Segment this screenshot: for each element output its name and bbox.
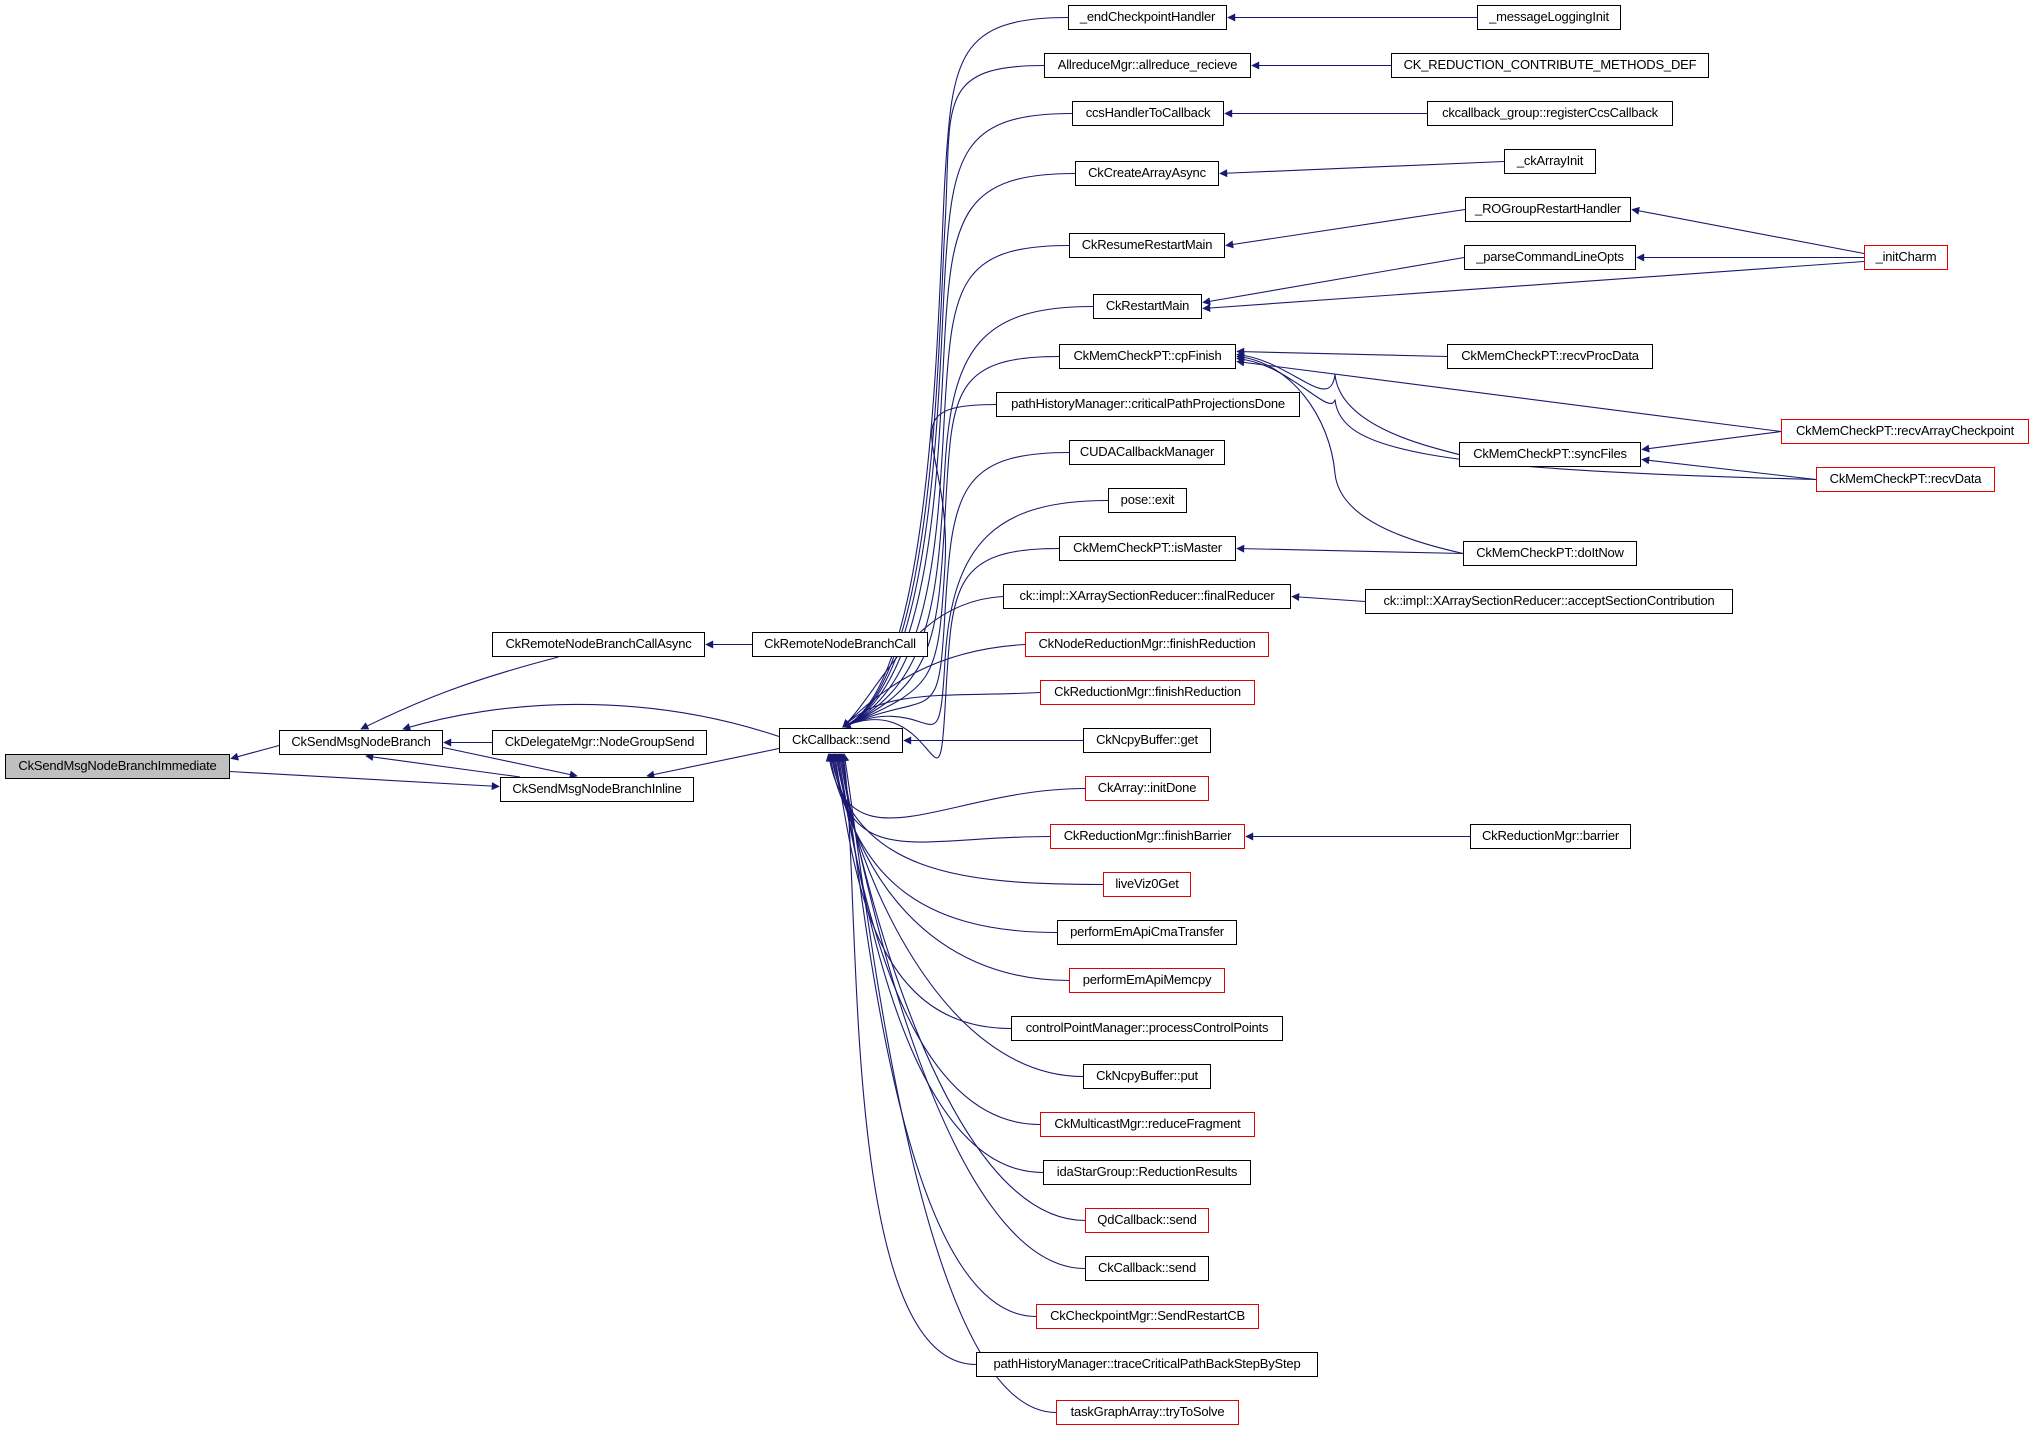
graph-node-resumeRestart[interactable]: CkResumeRestartMain	[1069, 233, 1225, 258]
graph-node-regCcs[interactable]: ckcallback_group::registerCcsCallback	[1427, 101, 1673, 126]
edge-recvData-to-syncFiles	[1641, 456, 1817, 481]
graph-node-delegate[interactable]: CkDelegateMgr::NodeGroupSend	[492, 730, 707, 755]
edge-traceCrit-to-cbSend	[840, 753, 977, 1366]
edge-doItNow-to-isMaster	[1236, 544, 1464, 555]
edge-tryToSolve-to-cbSend	[841, 753, 1057, 1414]
edge-qdSend-to-cbSend	[836, 753, 1086, 1222]
graph-node-ccsHandler[interactable]: ccsHandlerToCallback	[1072, 101, 1224, 126]
edge-syncFiles-to-cpFinish	[1236, 351, 1460, 456]
edge-nodeBranch-to-immediate	[230, 744, 280, 761]
graph-node-inline[interactable]: CkSendMsgNodeBranchInline	[500, 777, 694, 802]
edge-initCharm-to-restartMain	[1202, 260, 1865, 312]
edge-initDone-to-cbSend	[825, 753, 1086, 819]
graph-node-msgLogInit[interactable]: _messageLoggingInit	[1477, 5, 1621, 30]
edge-cuda-to-cbSend	[842, 451, 1070, 728]
graph-node-recvProc[interactable]: CkMemCheckPT::recvProcData	[1447, 344, 1653, 369]
edge-immediate-to-inline	[229, 770, 500, 791]
graph-node-roGroup[interactable]: _ROGroupRestartHandler	[1465, 197, 1631, 222]
edge-idaStar-to-cbSend	[835, 753, 1044, 1174]
graph-node-remoteCall[interactable]: CkRemoteNodeBranchCall	[752, 632, 928, 657]
graph-node-cuda[interactable]: CUDACallbackManager	[1069, 440, 1225, 465]
edge-sendRestartCB-to-cbSend	[838, 753, 1037, 1318]
edge-recvData-to-cpFinish	[1236, 355, 1817, 481]
edge-recvArrCkpt-to-syncFiles	[1641, 430, 1782, 453]
edge-restartMain-to-cbSend	[842, 305, 1094, 728]
edge-controlPts-to-cbSend	[831, 753, 1012, 1030]
graph-node-initCharm[interactable]: _initCharm	[1864, 245, 1948, 270]
edge-ckArrayInit-to-createArr	[1219, 160, 1505, 178]
graph-node-parseCmd[interactable]: _parseCommandLineOpts	[1464, 245, 1636, 270]
graph-node-ncpyPut[interactable]: CkNcpyBuffer::put	[1083, 1064, 1211, 1089]
graph-node-nodeRedFinish[interactable]: CkNodeReductionMgr::finishReduction	[1025, 632, 1269, 657]
edge-remoteAsync-to-nodeBranch	[360, 656, 559, 730]
edge-initCharm-to-roGroup	[1631, 206, 1865, 255]
graph-node-remoteAsync[interactable]: CkRemoteNodeBranchCallAsync	[492, 632, 705, 657]
edge-recvProc-to-cpFinish	[1236, 347, 1448, 358]
graph-node-liveViz[interactable]: liveViz0Get	[1103, 872, 1191, 897]
graph-node-cbSend2[interactable]: CkCallback::send	[1085, 1256, 1209, 1281]
edge-isMaster-to-cbSend	[842, 547, 1060, 759]
graph-node-memcpy[interactable]: performEmApiMemcpy	[1069, 968, 1225, 993]
graph-node-ncpyGet[interactable]: CkNcpyBuffer::get	[1083, 728, 1211, 753]
graph-node-finishBarrier[interactable]: CkReductionMgr::finishBarrier	[1050, 824, 1245, 849]
edge-redFinish-to-cbSend	[842, 691, 1041, 728]
graph-node-controlPts[interactable]: controlPointManager::processControlPoint…	[1011, 1016, 1283, 1041]
graph-node-traceCrit[interactable]: pathHistoryManager::traceCriticalPathBac…	[976, 1352, 1318, 1377]
edge-parseCmd-to-restartMain	[1202, 256, 1465, 306]
graph-node-isMaster[interactable]: CkMemCheckPT::isMaster	[1059, 536, 1236, 561]
graph-node-ckRedDef[interactable]: CK_REDUCTION_CONTRIBUTE_METHODS_DEF	[1391, 53, 1709, 78]
graph-node-recvData[interactable]: CkMemCheckPT::recvData	[1816, 467, 1995, 492]
edge-cpFinish-to-cbSend	[842, 355, 1060, 728]
graph-node-allreduce[interactable]: AllreduceMgr::allreduce_recieve	[1044, 53, 1251, 78]
root-node: CkSendMsgNodeBranchImmediate	[5, 754, 230, 779]
edge-resumeRestart-to-cbSend	[842, 244, 1070, 728]
graph-node-cpFinish[interactable]: CkMemCheckPT::cpFinish	[1059, 344, 1236, 369]
graph-node-redFinish[interactable]: CkReductionMgr::finishReduction	[1040, 680, 1255, 705]
edge-doItNow-to-cpFinish	[1236, 353, 1464, 555]
graph-node-poseExit[interactable]: pose::exit	[1108, 488, 1187, 513]
graph-node-restartMain[interactable]: CkRestartMain	[1093, 294, 1202, 319]
graph-node-critProj[interactable]: pathHistoryManager::criticalPathProjecti…	[996, 392, 1300, 417]
edge-nodeRedFinish-to-cbSend	[842, 643, 1026, 728]
graph-node-idaStar[interactable]: idaStarGroup::ReductionResults	[1043, 1160, 1251, 1185]
graph-node-createArr[interactable]: CkCreateArrayAsync	[1075, 161, 1219, 186]
graph-node-acceptSec[interactable]: ck::impl::XArraySectionReducer::acceptSe…	[1365, 589, 1733, 614]
edge-cbSend-to-nodeBranch	[402, 703, 780, 738]
edge-acceptSec-to-finalReducer	[1291, 593, 1366, 603]
graph-node-cbSend[interactable]: CkCallback::send	[779, 728, 903, 753]
graph-node-finalReducer[interactable]: ck::impl::XArraySectionReducer::finalRed…	[1003, 584, 1291, 609]
edge-cbSend2-to-cbSend	[837, 753, 1086, 1270]
graph-node-cmaTransfer[interactable]: performEmApiCmaTransfer	[1057, 920, 1237, 945]
edge-cbSend-to-inline	[646, 747, 780, 779]
graph-node-nodeBranch[interactable]: CkSendMsgNodeBranch	[279, 730, 443, 755]
edge-roGroup-to-resumeRestart	[1225, 208, 1466, 249]
graph-node-tryToSolve[interactable]: taskGraphArray::tryToSolve	[1056, 1400, 1239, 1425]
graph-node-doItNow[interactable]: CkMemCheckPT::doItNow	[1463, 541, 1637, 566]
edge-nodeBranch-to-inline	[442, 746, 578, 779]
graph-node-endCkpt[interactable]: _endCheckpointHandler	[1068, 5, 1227, 30]
graph-node-syncFiles[interactable]: CkMemCheckPT::syncFiles	[1459, 442, 1641, 467]
edge-poseExit-to-cbSend	[842, 499, 1109, 728]
graph-node-recvArrCkpt[interactable]: CkMemCheckPT::recvArrayCheckpoint	[1781, 419, 2029, 444]
graph-node-reduceFrag[interactable]: CkMulticastMgr::reduceFragment	[1040, 1112, 1255, 1137]
edge-cmaTransfer-to-cbSend	[829, 753, 1058, 934]
graph-node-initDone[interactable]: CkArray::initDone	[1085, 776, 1209, 801]
graph-node-sendRestartCB[interactable]: CkCheckpointMgr::SendRestartCB	[1036, 1304, 1259, 1329]
graph-node-barrier[interactable]: CkReductionMgr::barrier	[1470, 824, 1631, 849]
edge-inline-to-nodeBranch	[365, 753, 521, 778]
edge-finishBarrier-to-cbSend	[826, 753, 1051, 843]
edge-memcpy-to-cbSend	[830, 753, 1070, 982]
edge-critProj-to-cbSend	[842, 403, 997, 728]
graph-node-ckArrayInit[interactable]: _ckArrayInit	[1504, 149, 1596, 174]
graph-node-qdSend[interactable]: QdCallback::send	[1085, 1208, 1209, 1233]
edge-recvArrCkpt-to-cpFinish	[1236, 358, 1782, 433]
edge-endCkpt-to-cbSend	[842, 16, 1069, 728]
